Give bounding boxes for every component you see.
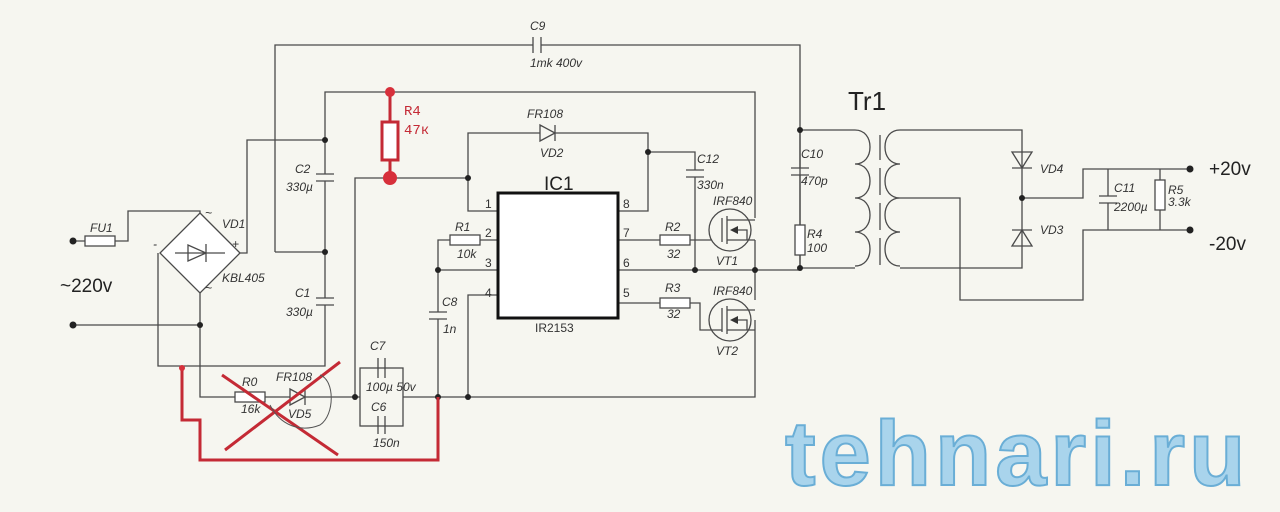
pin-4: 4 [485, 286, 492, 300]
transformer-tr1 [854, 129, 901, 267]
input-voltage-label: ~220v [60, 276, 113, 297]
pin-1: 1 [485, 197, 492, 211]
transformer-label: Tr1 [848, 86, 886, 116]
vd3-label: VD3 [1040, 223, 1064, 237]
r2-label: R2 [665, 220, 681, 234]
output-positive-label: +20v [1209, 159, 1251, 180]
r4-new-label: R4 [404, 104, 421, 120]
vd4-label: VD4 [1040, 162, 1064, 176]
ic-part-label: IR2153 [535, 321, 574, 335]
r3-label: R3 [665, 281, 681, 295]
c9-value: 1mk 400v [530, 56, 583, 70]
c8-label: C8 [442, 295, 458, 309]
capacitor-c11 [1099, 195, 1117, 204]
r1-label: R1 [455, 220, 470, 234]
c9-label: C9 [530, 19, 546, 33]
diode-vd3 [1010, 228, 1034, 247]
c2-label: C2 [295, 162, 311, 176]
vd2-label: VD2 [540, 146, 564, 160]
c1-label: C1 [295, 286, 310, 300]
vd2-part-label: FR108 [527, 107, 563, 121]
ac-mark-bottom: ~ [205, 281, 212, 295]
resistor-r4-100 [794, 224, 806, 256]
c2-value: 330µ [286, 180, 313, 194]
fuse-fu1 [84, 235, 116, 247]
c10-label: C10 [801, 147, 823, 161]
capacitor-c8 [429, 311, 447, 320]
output-negative-label: -20v [1209, 234, 1246, 255]
vt1-part-label: IRF840 [713, 194, 753, 208]
c11-label: C11 [1114, 181, 1135, 195]
ic-ref-label: IC1 [544, 174, 574, 195]
c1-value: 330µ [286, 305, 313, 319]
vd1-label: VD1 [222, 217, 245, 231]
resistor-r5 [1154, 179, 1166, 211]
resistor-r2 [659, 234, 691, 246]
vt2-label: VT2 [716, 344, 738, 358]
resistor-r1 [449, 234, 481, 246]
r1-value: 10k [457, 247, 477, 261]
c12-value: 330n [697, 178, 724, 192]
ic-pin-labels: 1 2 3 4 5 6 7 8 [485, 197, 630, 300]
c7-value: 100µ 50v [366, 380, 417, 394]
fu1-label: FU1 [90, 221, 113, 235]
c6-value: 150n [373, 436, 400, 450]
bridge-rectifier-vd1 [159, 212, 241, 294]
capacitor-c2 [316, 173, 334, 182]
vt2-part-label: IRF840 [713, 284, 753, 298]
vd5-label: VD5 [288, 407, 312, 421]
capacitor-c12 [686, 169, 704, 178]
r0-value: 16k [241, 402, 261, 416]
capacitor-block-c7-c6 [359, 358, 404, 434]
mosfet-vt1 [708, 208, 755, 252]
pin-2: 2 [485, 226, 492, 240]
pin-3: 3 [485, 256, 492, 270]
r4-value: 100 [807, 241, 827, 255]
pin-8: 8 [623, 197, 630, 211]
pin-7: 7 [623, 226, 630, 240]
resistor-r0 [234, 391, 266, 403]
vd1-part-label: KBL405 [222, 271, 265, 285]
pin-5: 5 [623, 286, 630, 300]
diode-vd4 [1010, 151, 1034, 170]
minus-mark: - [153, 237, 157, 251]
c10-value: 470p [801, 174, 828, 188]
r2-value: 32 [667, 247, 681, 261]
diode-vd2 [539, 123, 557, 143]
r5-value: 3.3k [1168, 195, 1192, 209]
r4-label: R4 [807, 227, 823, 241]
c7-label: C7 [370, 339, 387, 353]
r5-label: R5 [1168, 183, 1184, 197]
c8-value: 1n [443, 322, 457, 336]
modification-red [179, 87, 440, 462]
vt1-label: VT1 [716, 254, 738, 268]
pin-6: 6 [623, 256, 630, 270]
resistor-r3 [659, 297, 691, 309]
capacitor-c9 [532, 37, 542, 53]
r4-new-value: 47к [404, 123, 429, 139]
watermark-logo: tehnari.ru [785, 403, 1249, 505]
capacitor-c1 [316, 297, 334, 306]
c12-label: C12 [697, 152, 719, 166]
capacitor-c10 [791, 167, 809, 176]
plus-mark: + [232, 237, 239, 251]
ac-mark-top: ~ [205, 206, 212, 220]
r0-label: R0 [242, 375, 258, 389]
ic-ir2153 [496, 191, 620, 320]
junction-dots [69, 127, 1194, 400]
vd5-part-label: FR108 [276, 370, 312, 384]
c11-value: 2200µ [1113, 200, 1148, 214]
c6-label: C6 [371, 400, 387, 414]
mosfet-vt2 [708, 298, 755, 342]
r3-value: 32 [667, 307, 681, 321]
